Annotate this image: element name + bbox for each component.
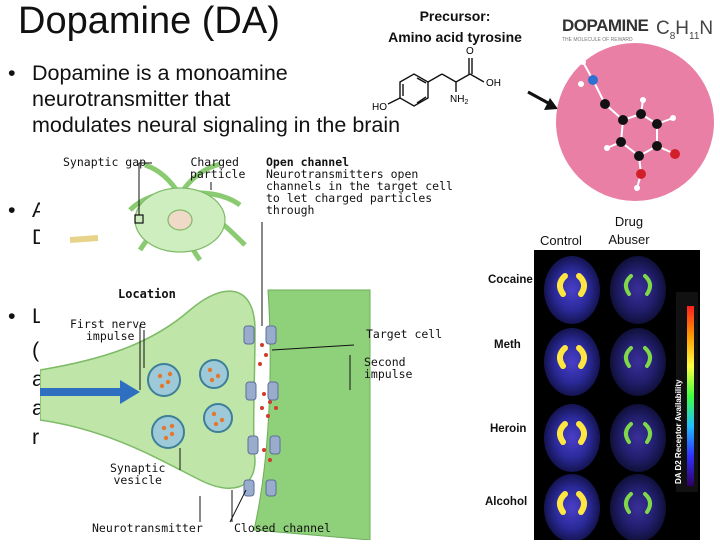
label-open-channel-desc-2: channels in the target cell <box>266 179 453 193</box>
pet-brain-scan <box>544 404 600 472</box>
pet-striatum-spot <box>624 274 633 296</box>
pet-striatum-spot <box>624 346 633 368</box>
logo-word: DOPAMINE <box>562 16 649 35</box>
label-first-impulse-1: First nerve <box>70 317 147 331</box>
pet-col-abuser-1: Drug <box>614 214 644 229</box>
bullet-1-line1: Dopamine is a monoamine <box>32 61 288 85</box>
pet-col-control: Control <box>540 233 582 248</box>
pet-brain-scan <box>610 404 666 472</box>
label-open-channel-desc-4: through <box>266 203 315 217</box>
dopamine-logo-image: DOPAMINE THE MOLECULE OF REWARD C8H11NO2 <box>562 16 720 43</box>
pet-row-cocaine: Cocaine <box>488 274 533 286</box>
pet-striatum-spot <box>557 273 568 297</box>
pet-striatum-spot <box>643 422 652 444</box>
pet-striatum-spot <box>624 422 633 444</box>
pet-brain-scan <box>610 256 666 324</box>
slide-title: Dopamine (DA) <box>18 0 280 42</box>
mol-nh2: NH2 <box>450 94 468 106</box>
label-synaptic-vesicle-2: vesicle <box>113 473 162 487</box>
pet-row-heroin: Heroin <box>490 423 527 435</box>
arrow-to-model <box>526 88 560 114</box>
pet-brain-scan <box>544 256 600 324</box>
synapse-diagram: Synaptic gap Charged particle Open chann… <box>39 150 470 541</box>
arrow-icon <box>527 90 558 110</box>
pet-row-meth: Meth <box>494 339 521 351</box>
label-second-impulse-2: impulse <box>364 367 413 381</box>
pet-striatum-spot <box>643 492 652 514</box>
pet-col-abuser-2: Abuser <box>608 232 650 247</box>
label-synaptic-vesicle: Synaptic vesicle <box>110 462 165 486</box>
logo-tagline: THE MOLECULE OF REWARD <box>562 37 633 43</box>
label-open-channel-title: Open channel <box>266 155 350 169</box>
ball-and-stick-model <box>556 43 714 201</box>
bullet-2-dot: • <box>8 198 16 222</box>
pet-striatum-spot <box>576 345 587 369</box>
label-synaptic-vesicle-1: Synaptic <box>110 461 166 475</box>
synapse-illustration <box>39 161 371 541</box>
dopamine-logo: DOPAMINE THE MOLECULE OF REWARD C8H11NO2 <box>560 8 720 44</box>
label-second-impulse: Second impulse <box>364 356 412 380</box>
bullet-dot: • <box>8 61 16 85</box>
precursor-line1: Precursor: <box>419 8 491 24</box>
label-first-impulse-2: impulse <box>86 329 135 343</box>
pet-col-abuser: Drug Abuser <box>604 213 654 249</box>
pet-row-alcohol: Alcohol <box>485 496 528 508</box>
logo-formula: C8H11NO2 <box>656 18 712 42</box>
pet-scan-grid <box>544 256 666 542</box>
label-target-cell: Target cell <box>366 327 443 341</box>
colorbar-label: DA D2 Receptor Availability <box>674 379 683 484</box>
colorbar: DA D2 Receptor Availability <box>674 292 698 492</box>
pet-striatum-spot <box>576 491 587 515</box>
label-charged: Charged <box>190 155 239 169</box>
label-open-channel: Open channel Neurotransmitters open chan… <box>266 156 466 216</box>
mol-ho: HO <box>372 102 387 113</box>
label-open-channel-desc-3: to let charged particles <box>266 191 433 205</box>
pet-brain-scan <box>544 328 600 396</box>
pet-striatum-spot <box>624 492 633 514</box>
label-second-impulse-1: Second <box>364 355 406 369</box>
label-location: Location <box>118 287 176 301</box>
precursor-line2: Amino acid tyrosine <box>388 29 522 45</box>
mol-oh: OH <box>486 78 501 89</box>
dopamine-skeletal-formula: HO OH O NH2 <box>372 46 501 113</box>
pet-striatum-spot <box>557 421 568 445</box>
pet-brain-scan <box>544 474 600 542</box>
label-neurotransmitter: Neurotransmitter <box>92 521 203 535</box>
bullet-1: • Dopamine is a monoamine neurotransmitt… <box>8 60 400 138</box>
label-closed-channel: Closed channel <box>234 521 331 535</box>
molecule-model <box>555 42 715 202</box>
colorbar-gradient <box>687 306 694 486</box>
bullet-3-dot: • <box>8 304 16 328</box>
label-particle: particle <box>190 167 246 181</box>
pet-striatum-spot <box>643 274 652 296</box>
precursor-label: Precursor: Amino acid tyrosine <box>376 6 534 48</box>
mol-o: O <box>466 46 474 57</box>
pet-striatum-spot <box>576 421 587 445</box>
pet-scan-panel <box>534 250 700 542</box>
bullet-1-line3: modulates neural signaling in the brain <box>32 113 401 137</box>
label-first-impulse: First nerve impulse <box>70 318 146 342</box>
pet-striatum-spot <box>557 345 568 369</box>
pet-striatum-spot <box>576 273 587 297</box>
dopamine-structure: HO OH O NH2 <box>370 40 530 120</box>
bullet-1-line2: neurotransmitter that <box>32 87 231 111</box>
label-charged-particle: Charged particle <box>184 156 245 180</box>
label-synaptic-gap: Synaptic gap <box>63 155 147 169</box>
pet-brain-scan <box>610 474 666 542</box>
pet-striatum-spot <box>557 491 568 515</box>
pet-striatum-spot <box>643 346 652 368</box>
label-open-channel-desc-1: Neurotransmitters open <box>266 167 419 181</box>
pet-brain-scan <box>610 328 666 396</box>
